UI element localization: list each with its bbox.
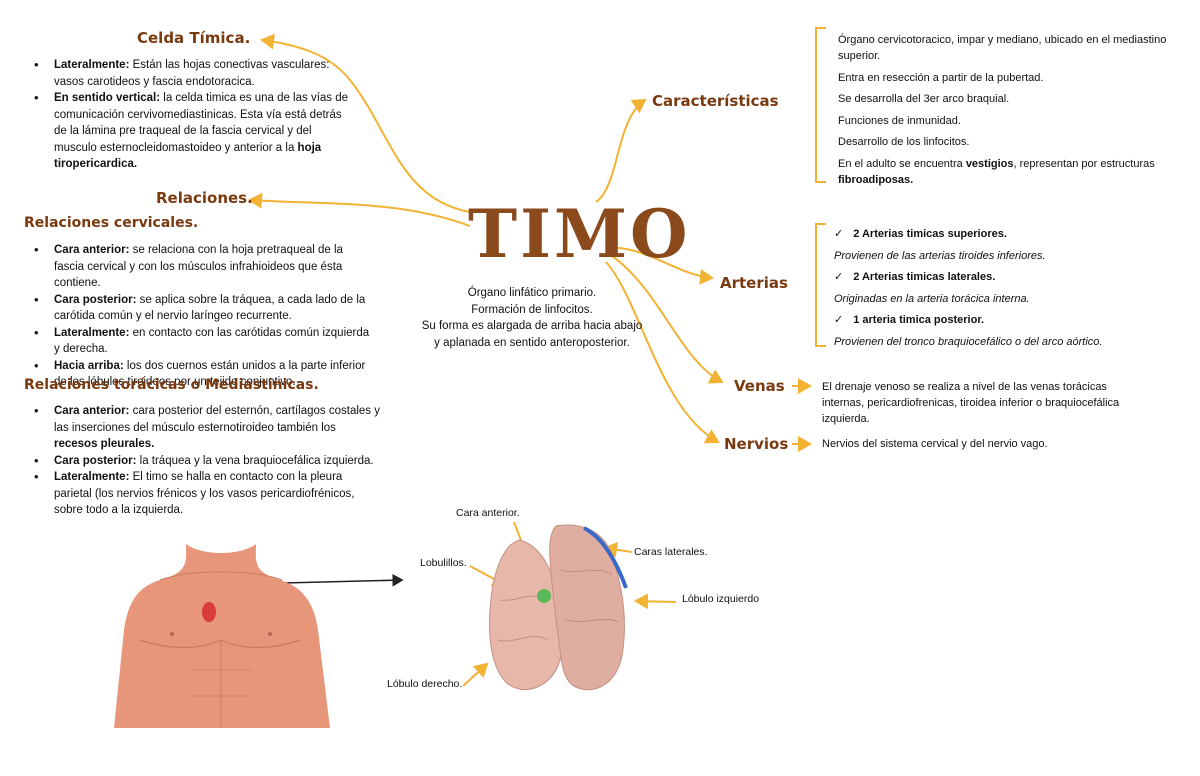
- center-line: Formación de linfocitos.: [471, 303, 593, 316]
- list-item: En el adulto se encuentra vestigios, rep…: [838, 157, 1155, 186]
- torso-illustration: [114, 544, 330, 728]
- label-lobulo-izquierdo: Lóbulo izquierdo: [682, 593, 760, 605]
- venas-description: El drenaje venoso se realiza a nivel de …: [822, 381, 1120, 425]
- list-item: Entra en resección a partir de la pubert…: [838, 71, 1044, 84]
- thymus-illustration: [489, 524, 628, 691]
- list-item: 1 arteria timica posterior.: [834, 312, 1174, 328]
- list-item: Cara posterior: se aplica sobre la tráqu…: [30, 292, 370, 325]
- cervicales-list: Cara anterior: se relaciona con la hoja …: [30, 242, 370, 391]
- list-item: En sentido vertical: la celda timica es …: [30, 90, 350, 173]
- nervios-description: Nervios del sistema cervical y del nervi…: [822, 438, 1048, 450]
- list-item: Desarrollo de los linfocitos.: [838, 136, 970, 148]
- link-arterias: [617, 247, 714, 285]
- list-item: Provienen de las arterias tiroides infer…: [834, 249, 1046, 262]
- label-cara-anterior: Cara anterior.: [456, 507, 520, 519]
- arrow-lobulo-izquierdo: [634, 593, 677, 610]
- heading-caracteristicas: Características: [652, 92, 779, 110]
- list-item: Cara anterior: se relaciona con la hoja …: [30, 242, 370, 292]
- celda-list: Lateralmente: Están las hojas conectivas…: [30, 57, 350, 173]
- center-line: Órgano linfático primario.: [467, 287, 597, 299]
- center-description: Órgano linfático primario. Formación de …: [412, 285, 652, 351]
- link-venas: [611, 255, 724, 384]
- list-item: de los lóbulos tiroideos por un tejido c…: [54, 376, 296, 388]
- center-line: y aplanada en sentido anteroposterior.: [434, 336, 630, 349]
- label-lobulillos: Lobulillos.: [420, 557, 467, 569]
- center-line: Su forma es alargada de arriba hacia aba…: [421, 320, 643, 332]
- heading-arterias: Arterias: [720, 274, 788, 292]
- heading-venas: Venas: [734, 377, 785, 395]
- list-item: Órgano cervicotoracico, impar y mediano,…: [838, 34, 1167, 62]
- list-item: Funciones de inmunidad.: [838, 114, 961, 127]
- list-item: 2 Arterias timicas superiores.: [834, 226, 1174, 242]
- link-nervios: [605, 261, 720, 444]
- heading-relaciones: Relaciones.: [156, 189, 253, 207]
- heading-relaciones-toracicas: Relaciones torácicas o Mediastinicas.: [24, 377, 319, 393]
- list-item: Lateralmente: Están las hojas conectivas…: [30, 57, 350, 90]
- nervios-text: Nervios del sistema cervical y del nervi…: [822, 436, 1152, 458]
- bracket-arterias: [815, 223, 826, 347]
- label-caras-laterales: Caras laterales.: [634, 546, 708, 558]
- arrow-lobulo-derecho: [462, 662, 489, 687]
- list-item: Lateralmente: en contacto con las caróti…: [30, 325, 370, 358]
- heading-relaciones-cervicales: Relaciones cervicales.: [24, 215, 199, 231]
- list-item: Se desarrolla del 3er arco braquial.: [838, 93, 1010, 105]
- heading-nervios: Nervios: [724, 435, 789, 453]
- list-item: Lateralmente: El timo se halla en contac…: [30, 469, 380, 519]
- toracicas-list: Cara anterior: cara posterior del estern…: [30, 403, 380, 519]
- label-lobulo-derecho: Lóbulo derecho.: [387, 678, 463, 690]
- list-item: Cara posterior: la tráquea y la vena bra…: [30, 453, 380, 470]
- list-item: 2 Arterias timicas laterales.: [834, 269, 1174, 285]
- bracket-caracteristicas: [815, 27, 826, 183]
- list-item: Provienen del tronco braquiocefálico o d…: [834, 335, 1103, 348]
- list-item: Cara anterior: cara posterior del estern…: [30, 403, 380, 453]
- list-item: Originadas en la arteria torácica intern…: [834, 292, 1030, 305]
- link-celda: [260, 33, 471, 213]
- arterias-list: 2 Arterias timicas superiores. Provienen…: [834, 226, 1174, 355]
- link-relaciones: [248, 192, 471, 227]
- caracteristicas-list: Órgano cervicotoracico, impar y mediano,…: [838, 32, 1168, 193]
- venas-text: El drenaje venoso se realiza a nivel de …: [822, 379, 1152, 433]
- link-caracteristicas: [595, 98, 647, 203]
- page-title: TIMO: [468, 195, 691, 273]
- list-item: Hacia arriba: los dos cuernos están unid…: [30, 358, 370, 375]
- heading-celda: Celda Tímica.: [137, 29, 251, 47]
